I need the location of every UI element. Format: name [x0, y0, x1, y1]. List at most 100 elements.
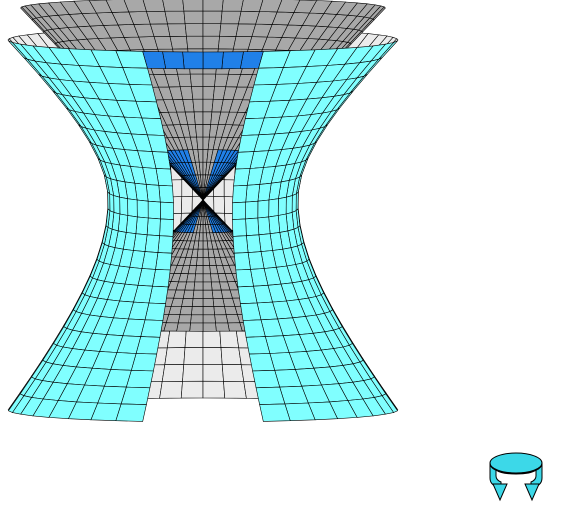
- cone-cell: [189, 73, 204, 87]
- surface-cell: [219, 330, 240, 349]
- front-surface-cell: [268, 198, 279, 218]
- surface-cell: [223, 380, 247, 399]
- front-surface-cell: [245, 184, 261, 203]
- front-surface-cell: [291, 193, 297, 213]
- cone-cell: [191, 86, 204, 100]
- cone-cell: [195, 265, 204, 275]
- front-surface-cell: [159, 218, 174, 237]
- cone-cell: [213, 306, 227, 316]
- surface-cell: [202, 330, 222, 348]
- cone-cell: [202, 98, 214, 113]
- cone-cell: [162, 0, 185, 12]
- cone-cell: [193, 281, 204, 291]
- cone-cell: [202, 111, 213, 125]
- rotate-arrows-icon[interactable]: [487, 448, 545, 506]
- cone-cell: [186, 35, 204, 50]
- cone-cell: [209, 265, 219, 275]
- surface-cell: [221, 364, 245, 382]
- front-rim-cell: [182, 51, 204, 70]
- front-surface-cell: [246, 234, 262, 253]
- cone-cell: [212, 297, 225, 307]
- cone-cell: [225, 314, 241, 324]
- front-surface-cell: [245, 217, 260, 237]
- surface-cell: [164, 347, 186, 366]
- front-surface-cell: [268, 215, 281, 235]
- front-surface-cell: [125, 215, 138, 235]
- front-surface-cell: [135, 216, 149, 236]
- cone-cell: [194, 273, 204, 283]
- front-surface-cell: [255, 386, 286, 405]
- front-surface-cell: [157, 235, 174, 254]
- front-surface-cell: [233, 168, 251, 187]
- cone-cell: [105, 0, 130, 13]
- front-surface-cell: [285, 195, 293, 215]
- cone-cell: [184, 23, 204, 37]
- surface-cell: [202, 364, 224, 382]
- surface-cell: [161, 364, 185, 382]
- front-surface-cell: [7, 393, 25, 413]
- front-surface-cell: [240, 302, 262, 321]
- cone-cell: [179, 306, 193, 316]
- front-surface-cell: [159, 201, 174, 220]
- cone-cell: [123, 0, 147, 13]
- surface-cell: [384, 391, 399, 411]
- front-surface-cell: [119, 196, 129, 216]
- front-surface-cell: [237, 285, 258, 305]
- cone-cell: [202, 240, 209, 250]
- front-surface-cell: [107, 191, 111, 212]
- cone-cell: [177, 314, 192, 324]
- cone-cell: [221, 0, 244, 12]
- surface-cell: [181, 195, 193, 214]
- front-surface-cell: [155, 252, 173, 271]
- cone-cell: [211, 289, 224, 299]
- front-surface-cell: [232, 218, 247, 237]
- front-surface-cell: [232, 184, 248, 204]
- cone-cell: [192, 98, 204, 113]
- surface-cell: [180, 380, 204, 399]
- front-rim-cell: [202, 51, 224, 70]
- front-surface-cell: [257, 216, 271, 236]
- cone-cell: [202, 298, 215, 307]
- cone-cell: [190, 314, 204, 324]
- surface-cell: [220, 347, 242, 366]
- cone-cell: [189, 322, 204, 332]
- cone-cell: [222, 297, 236, 307]
- surface-cell: [202, 347, 223, 365]
- front-surface-cell: [252, 369, 281, 389]
- front-rim-cell: [221, 51, 244, 70]
- cone-cell: [210, 273, 220, 283]
- cone-cell: [372, 6, 386, 21]
- cone-cell: [202, 273, 212, 283]
- surface-cell: [184, 330, 204, 348]
- cone-cell: [227, 322, 243, 332]
- surface-cell: [159, 380, 183, 399]
- front-surface-cell: [235, 269, 254, 288]
- front-surface-cell: [232, 201, 247, 220]
- cone-cell: [142, 0, 166, 12]
- front-surface-cell: [257, 199, 270, 219]
- front-surface-cell: [242, 319, 266, 338]
- surface-cell: [202, 380, 226, 399]
- cone-cell: [194, 124, 204, 138]
- cone-cell: [176, 322, 191, 332]
- cone-cell: [202, 314, 216, 324]
- front-surface-cell: [145, 184, 161, 203]
- cone-cell: [208, 257, 217, 266]
- cone-cell: [146, 10, 168, 25]
- cone-cell: [179, 86, 194, 100]
- cone-cell: [259, 0, 283, 13]
- cone-cell: [202, 265, 211, 275]
- cone-cell: [202, 86, 215, 100]
- front-surface-cell: [136, 199, 149, 219]
- cone-cell: [202, 73, 217, 87]
- front-surface-cell: [247, 251, 265, 270]
- front-surface-cell: [158, 184, 174, 204]
- front-surface-cell: [127, 198, 138, 218]
- cone-cell: [276, 0, 301, 13]
- cone-cell: [220, 10, 242, 25]
- cone-cell: [202, 35, 220, 50]
- cone-cell: [196, 136, 204, 150]
- cone-cell: [164, 10, 186, 25]
- cone-cell: [214, 314, 229, 324]
